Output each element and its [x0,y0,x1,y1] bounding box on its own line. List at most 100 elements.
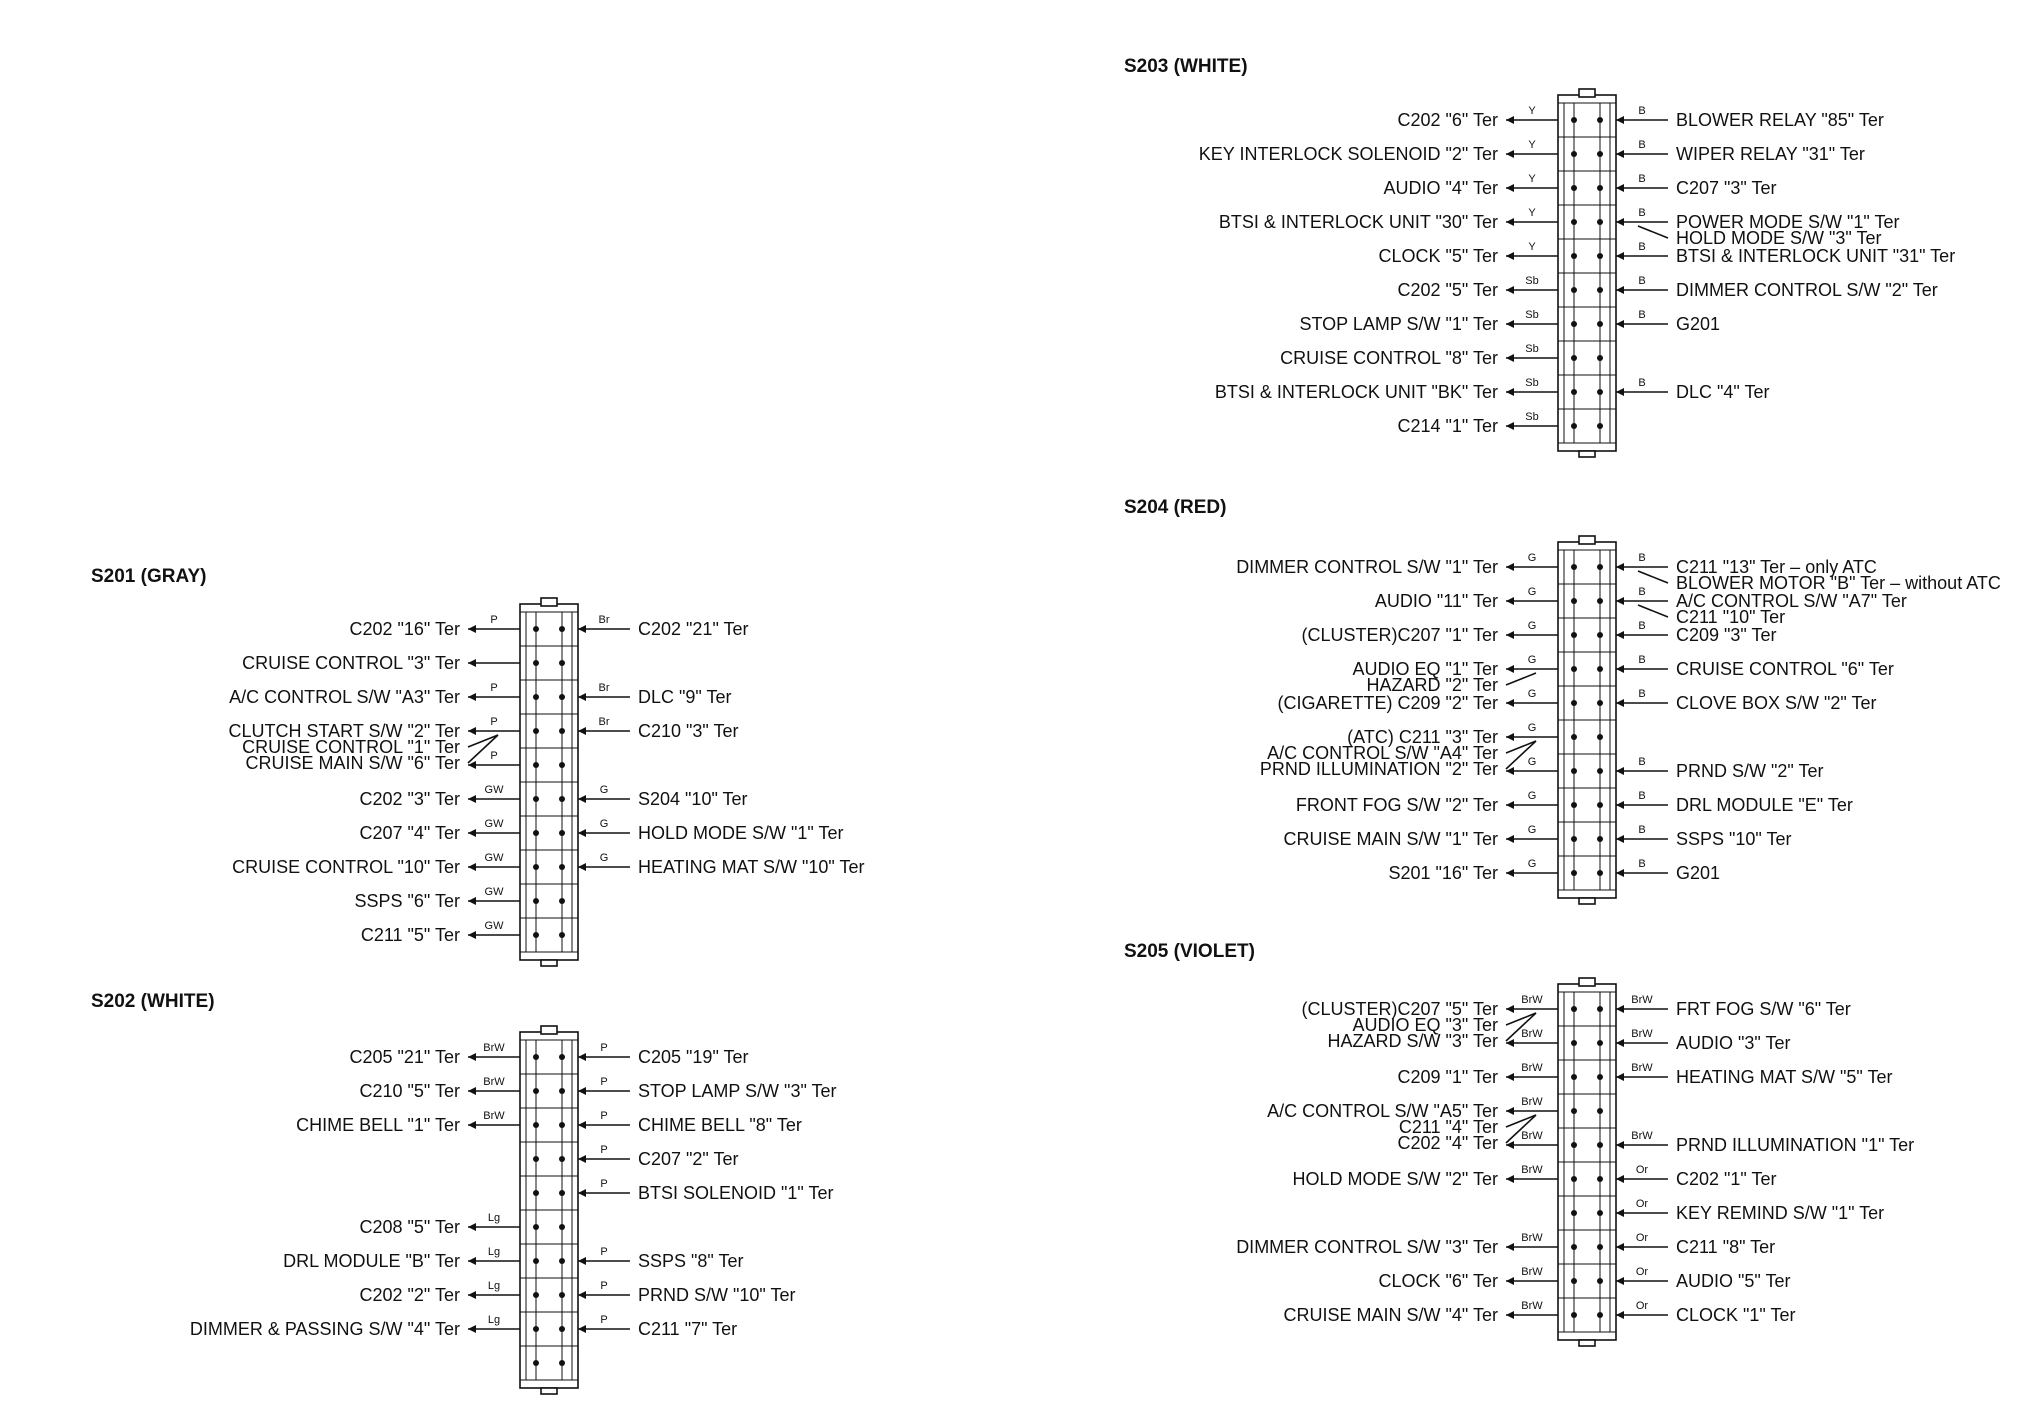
s204-pin-dot [1597,700,1603,706]
s204-right-label: A/C CONTROL S/W "A7" Ter [1676,591,1907,611]
s201-right-label: HEATING MAT S/W "10" Ter [638,857,865,877]
s204-right-group-label: BLOWER MOTOR "B" Ter – without ATC [1676,573,2001,593]
s202-left-label: DIMMER & PASSING S/W "4" Ter [190,1319,460,1339]
s202-pin-dot [559,1360,565,1366]
s203-right-label: DLC "4" Ter [1676,382,1769,402]
s203-left-arrow [1506,422,1514,430]
s204-pin-dot [1571,598,1577,604]
s204-right-arrow [1616,665,1624,673]
s204-left-arrow [1506,835,1514,843]
s205-pin-dot [1597,1142,1603,1148]
s201-left-wire-color: GW [485,784,505,796]
s202-left-arrow [468,1223,476,1231]
s204-left-label: CRUISE MAIN S/W "1" Ter [1284,829,1498,849]
s204-pin-dot [1597,870,1603,876]
s201-left-group-label: CRUISE MAIN S/W "6" Ter [246,753,460,773]
s203-left-label: C202 "6" Ter [1397,110,1498,130]
s201-right-arrow [578,693,586,701]
s202-right-label: C211 "7" Ter [638,1319,737,1339]
s205-left-group-label: AUDIO EQ "3" Ter [1353,1015,1499,1035]
s204-right-arrow [1616,597,1624,605]
s204-pin-dot [1597,836,1603,842]
s202-right-arrow [578,1325,586,1333]
s202-connector-tab [540,1025,558,1035]
s201-right-wire-color: Br [599,682,610,694]
s203-title: S203 (WHITE) [1124,56,1248,77]
s205-left-group-label: HAZARD S/W "3" Ter [1328,1031,1498,1051]
s205-left-wire-color: BrW [1521,1062,1543,1074]
s203-pin-dot [1571,117,1577,123]
s201-pin-dot [533,762,539,768]
s203-right-wire-color: B [1638,377,1645,389]
s201-pin-dot [533,728,539,734]
s205-right-label: AUDIO "5" Ter [1676,1271,1790,1291]
s205-pin-dot [1571,1210,1577,1216]
s205-right-label: C211 "8" Ter [1676,1237,1775,1257]
s203-left-arrow [1506,354,1514,362]
s204-pin-dot [1571,836,1577,842]
s205-pin-dot [1571,1006,1577,1012]
s203-connector-tab-bottom [1578,450,1596,458]
s204-pin-dot [1571,734,1577,740]
s205-left-wire-color: BrW [1521,1028,1543,1040]
s203-right-arrow [1616,150,1624,158]
s204-pin-dot [1597,564,1603,570]
s204-title: S204 (RED) [1124,497,1226,518]
s203-pin-dot [1571,219,1577,225]
s204-right-label: SSPS "10" Ter [1676,829,1792,849]
s202-right-arrow [578,1291,586,1299]
s201-right-arrow [578,829,586,837]
s204-left-arrow [1506,597,1514,605]
s205-pin-dot [1571,1074,1577,1080]
s203-pin-dot [1597,287,1603,293]
s205-pin-dot [1571,1108,1577,1114]
s201-right-label: S204 "10" Ter [638,789,748,809]
s204-right-arrow [1616,767,1624,775]
s202-left-label: C210 "5" Ter [359,1081,460,1101]
s204-right-wire-color: B [1638,756,1645,768]
s205-left-wire-color: BrW [1521,1096,1543,1108]
s204-pin-dot [1597,666,1603,672]
s204-left-group-label: HAZARD "2" Ter [1367,675,1498,695]
s203-left-wire-color: Sb [1525,343,1538,355]
s202-left-wire-color: Lg [488,1246,500,1258]
s205-right-arrow [1616,1209,1624,1217]
s201-left-arrow [468,795,476,803]
s204-right-label: DRL MODULE "E" Ter [1676,795,1853,815]
s203-right-wire-color: B [1638,105,1645,117]
s204-left-wire-color: G [1528,688,1537,700]
s205-right-arrow [1616,1311,1624,1319]
s205-left-arrow [1506,1277,1514,1285]
s203-right-arrow [1616,286,1624,294]
s203-right-arrow [1616,252,1624,260]
s205-right-wire-color: Or [1636,1266,1649,1278]
s201-pin-dot [559,728,565,734]
s201-left-arrow [468,727,476,735]
s203-right-group-lead [1637,225,1669,239]
s204-left-label: S201 "16" Ter [1388,863,1498,883]
s203-left-arrow [1506,252,1514,260]
s201-left-label: C202 "3" Ter [359,789,460,809]
s202-right-label: C207 "2" Ter [638,1149,739,1169]
s205-left-wire-color: BrW [1521,1300,1543,1312]
s205-right-label: CLOCK "1" Ter [1676,1305,1796,1325]
s205-left-arrow [1506,1311,1514,1319]
s201-right-wire-color: G [600,784,609,796]
s204-pin-dot [1597,632,1603,638]
s204-pin-dot [1571,768,1577,774]
s204-left-group-label: PRND ILLUMINATION "2" Ter [1260,759,1498,779]
s205-pin-dot [1597,1108,1603,1114]
s203-right-wire-color: B [1638,275,1645,287]
s204-pin-dot [1597,768,1603,774]
s201-left-label: CLUTCH START S/W "2" Ter [229,721,461,741]
s205-right-label: HEATING MAT S/W "5" Ter [1676,1067,1892,1087]
s202-pin-dot [559,1292,565,1298]
s203-left-label: KEY INTERLOCK SOLENOID "2" Ter [1199,144,1498,164]
s205-right-label: KEY REMIND S/W "1" Ter [1676,1203,1884,1223]
s205-left-arrow [1506,1175,1514,1183]
s201-pin-dot [559,694,565,700]
s204-right-group-lead [1637,570,1669,584]
s205-left-arrow [1506,1141,1514,1149]
s203-left-label: STOP LAMP S/W "1" Ter [1299,314,1498,334]
